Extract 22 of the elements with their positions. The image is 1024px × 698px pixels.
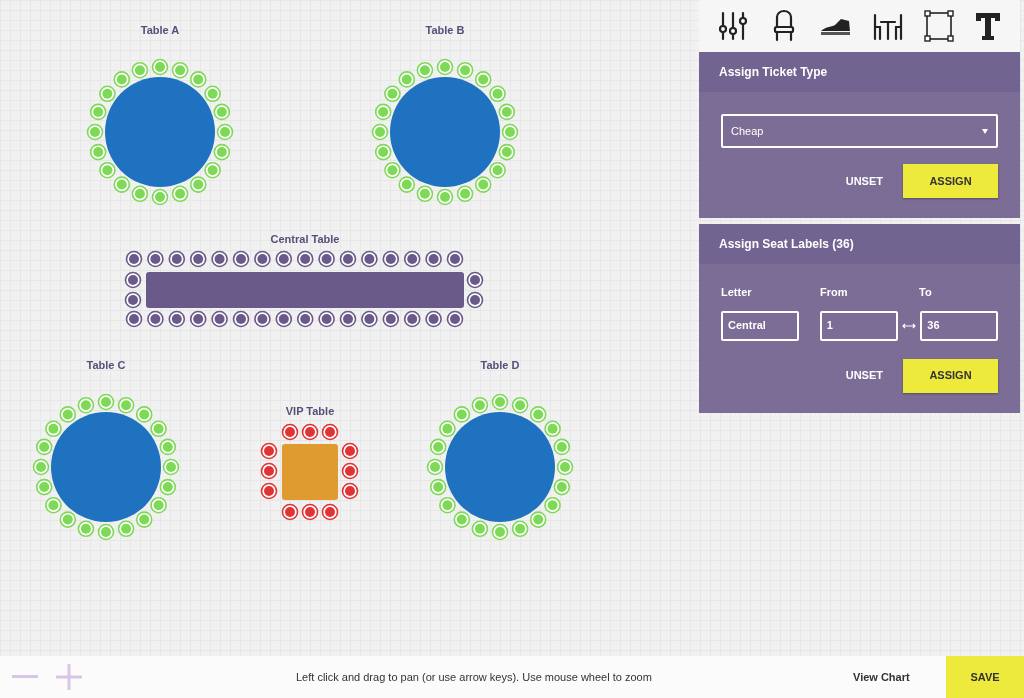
assign-button: ASSIGN xyxy=(903,358,998,393)
table-label: Table D xyxy=(480,358,520,373)
field-label: Letter xyxy=(721,285,753,300)
save-button: SAVE xyxy=(946,656,1024,698)
panel-heading: Assign Seat Labels (36) xyxy=(719,236,854,253)
table-label: VIP Table xyxy=(285,404,335,419)
help-text: Left click and drag to pan (or use arrow keys). Use mouse wheel to zoom xyxy=(296,669,652,685)
unset-button: UNSET xyxy=(841,172,887,190)
table-label: Table B xyxy=(425,23,465,38)
table-label: Table C xyxy=(86,358,126,373)
selected-option: Cheap xyxy=(731,122,764,140)
field-label: To xyxy=(919,285,932,300)
unset-button: UNSET xyxy=(841,367,887,384)
view-chart-button: View Chart xyxy=(853,668,910,686)
input-field: Central xyxy=(721,310,799,341)
panel-heading: Assign Ticket Type xyxy=(719,64,828,81)
table-label: Central Table xyxy=(270,232,340,247)
input-field: 36 xyxy=(920,310,998,341)
field-label: From xyxy=(820,285,849,300)
input-field: 1 xyxy=(819,310,899,341)
table-label: Table A xyxy=(140,23,180,38)
assign-button: ASSIGN xyxy=(903,164,998,198)
